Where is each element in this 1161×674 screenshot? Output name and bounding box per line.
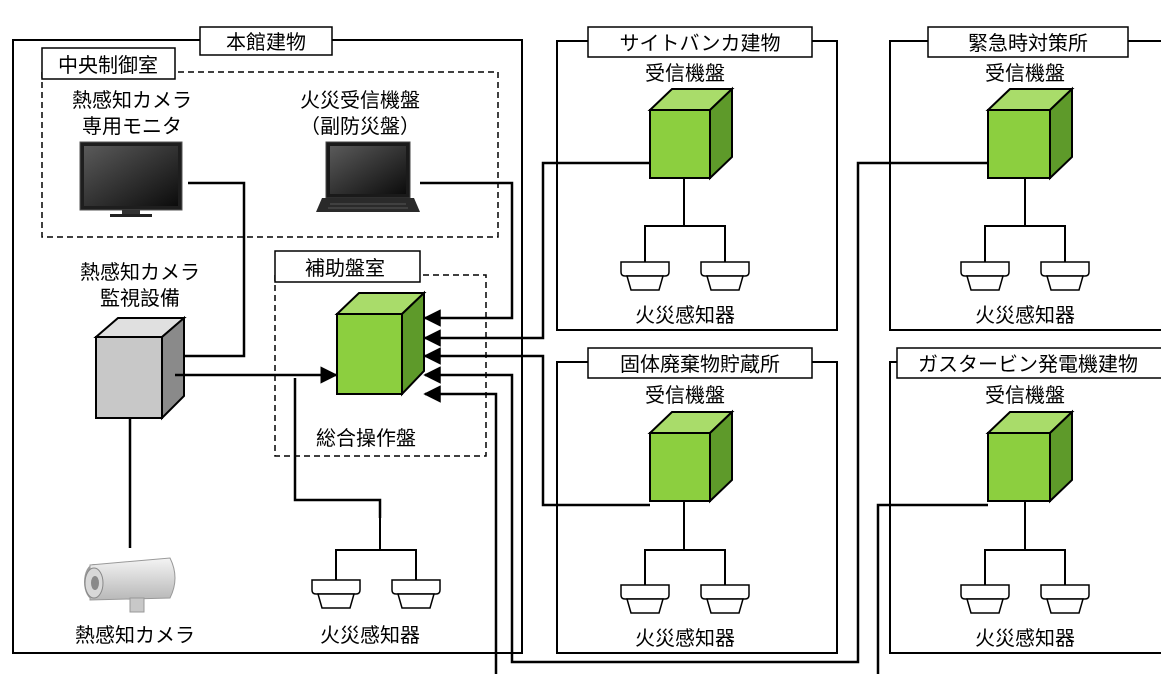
site-bunker-title: サイトバンカ建物 bbox=[620, 31, 781, 55]
connection-lines bbox=[128, 161, 988, 674]
site-bunker-connection bbox=[423, 161, 650, 347]
solid-waste-title: 固体廃棄物貯蔵所 bbox=[620, 352, 780, 376]
main-detector-label: 火災感知器 bbox=[320, 623, 420, 647]
emergency-response-center: 緊急時対策所 受信機盤 火災感知器 bbox=[889, 26, 1161, 331]
fire-receiver-sub-panel: 火災受信機盤 （副防災盤） bbox=[300, 88, 420, 212]
thermal-camera-icon bbox=[84, 557, 176, 613]
thermal-camera-label: 熱感知カメラ bbox=[75, 623, 195, 647]
emergency-title: 緊急時対策所 bbox=[968, 31, 1088, 55]
central-control-room-title: 中央制御室 bbox=[58, 53, 158, 77]
receiver-panel-box-icon bbox=[647, 86, 735, 181]
thermal-camera: 熱感知カメラ bbox=[75, 557, 195, 647]
smoke-detector-icon bbox=[1040, 584, 1090, 614]
gas-turbine-title: ガスタービン発電機建物 bbox=[918, 352, 1138, 376]
main-building-fire-detectors: 火災感知器 bbox=[293, 378, 441, 647]
smoke-detector-icon bbox=[391, 579, 441, 609]
smoke-detector-icon bbox=[620, 584, 670, 614]
smoke-detector-icon bbox=[700, 584, 750, 614]
emergency-connection bbox=[423, 161, 988, 664]
monitoring-label-line2: 監視設備 bbox=[100, 286, 180, 310]
gas-turbine-receiver-label: 受信機盤 bbox=[985, 383, 1065, 407]
auxiliary-panel-room: 補助盤室 bbox=[274, 250, 487, 457]
emergency-detector-label: 火災感知器 bbox=[975, 303, 1075, 327]
receiver-panel-box-icon bbox=[985, 409, 1075, 504]
operation-panel-box-icon bbox=[334, 290, 427, 397]
smoke-detector-icon bbox=[311, 579, 361, 609]
solid-waste-connection bbox=[423, 347, 650, 507]
main-building-title: 本館建物 bbox=[226, 30, 306, 54]
gas-turbine-connection bbox=[876, 503, 988, 674]
smoke-detector-icon bbox=[1040, 261, 1090, 291]
site-bunker-detector-label: 火災感知器 bbox=[635, 303, 735, 327]
monitoring-label-line1: 熱感知カメラ bbox=[80, 260, 200, 284]
laptop-to-panel-connection bbox=[420, 181, 514, 327]
integrated-operation-panel: 総合操作盤 bbox=[316, 290, 427, 450]
solid-waste-receiver-label: 受信機盤 bbox=[645, 383, 725, 407]
site-bunker-receiver-label: 受信機盤 bbox=[645, 61, 725, 85]
gas-turbine-detector-label: 火災感知器 bbox=[975, 626, 1075, 650]
smoke-detector-icon bbox=[960, 584, 1010, 614]
monitor-label-line2: 専用モニタ bbox=[82, 114, 182, 138]
receiver-panel-box-icon bbox=[647, 409, 735, 504]
monitor-icon bbox=[79, 141, 183, 217]
thermal-camera-monitor: 熱感知カメラ 専用モニタ bbox=[72, 88, 192, 217]
laptop-label-line2: （副防災盤） bbox=[300, 114, 420, 138]
gas-turbine-generator-building: ガスタービン発電機建物 受信機盤 火災感知器 bbox=[889, 347, 1161, 654]
monitor-connection bbox=[184, 181, 246, 358]
main-building: 本館建物 bbox=[12, 26, 523, 654]
server-box-icon bbox=[93, 315, 187, 421]
smoke-detector-icon bbox=[960, 261, 1010, 291]
site-bunker-building: サイトバンカ建物 受信機盤 火災感知器 bbox=[556, 26, 838, 331]
solid-waste-detector-label: 火災感知器 bbox=[635, 626, 735, 650]
central-control-room: 中央制御室 bbox=[41, 47, 499, 238]
smoke-detector-icon bbox=[620, 261, 670, 291]
solid-waste-storage: 固体廃棄物貯蔵所 受信機盤 火災感知器 bbox=[556, 347, 838, 654]
receiver-panel-box-icon bbox=[985, 86, 1075, 181]
gas-turbine-connection-lower bbox=[423, 385, 498, 674]
laptop-label-line1: 火災受信機盤 bbox=[300, 88, 420, 112]
monitor-label-line1: 熱感知カメラ bbox=[72, 88, 192, 112]
laptop-icon bbox=[316, 141, 420, 212]
operation-panel-label: 総合操作盤 bbox=[316, 426, 416, 450]
smoke-detector-icon bbox=[700, 261, 750, 291]
thermal-camera-monitoring-equipment: 熱感知カメラ 監視設備 bbox=[80, 260, 200, 421]
emergency-receiver-label: 受信機盤 bbox=[985, 61, 1065, 85]
auxiliary-room-title: 補助盤室 bbox=[305, 256, 385, 280]
